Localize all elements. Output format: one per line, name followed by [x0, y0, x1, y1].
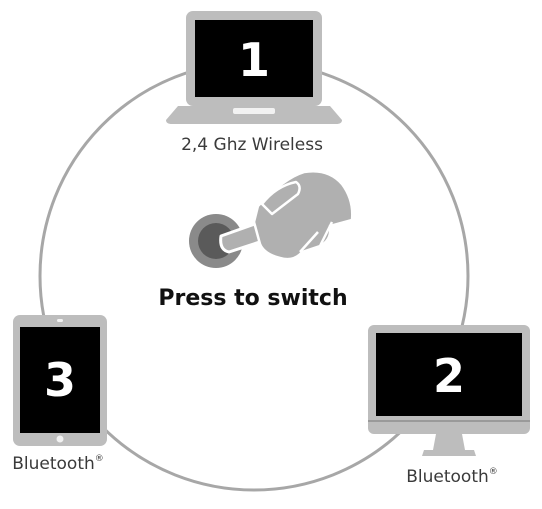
caption-device-1: 2,4 Ghz Wireless: [181, 135, 323, 155]
laptop-screen: [195, 20, 313, 97]
monitor-screen: [376, 333, 522, 416]
caption-device-2: Bluetooth®: [406, 467, 498, 487]
caption-device-3: Bluetooth®: [12, 454, 104, 474]
device-number-3: 3: [44, 353, 76, 407]
caption-device-2-text: Bluetooth: [406, 467, 489, 487]
tablet-device-3: 3: [13, 315, 107, 446]
laptop-trackpad: [233, 108, 275, 114]
laptop-device-1: 1: [166, 11, 342, 124]
device-number-1: 1: [238, 33, 270, 87]
pointing-hand-icon: [219, 170, 354, 261]
monitor-chin-line: [368, 420, 530, 422]
monitor-stand: [433, 434, 465, 450]
tablet-home-button: [56, 435, 64, 443]
tablet-camera: [57, 319, 63, 322]
laptop-base: [166, 106, 342, 124]
monitor-stand-foot: [422, 450, 476, 456]
caption-device-3-text: Bluetooth: [12, 454, 95, 474]
press-to-switch-label: Press to switch: [158, 286, 347, 311]
caption-device-2-mark: ®: [489, 467, 498, 477]
caption-device-3-mark: ®: [95, 454, 104, 464]
tablet-screen: [20, 327, 100, 433]
device-number-2: 2: [433, 349, 465, 403]
monitor-device-2: 2: [368, 325, 530, 456]
